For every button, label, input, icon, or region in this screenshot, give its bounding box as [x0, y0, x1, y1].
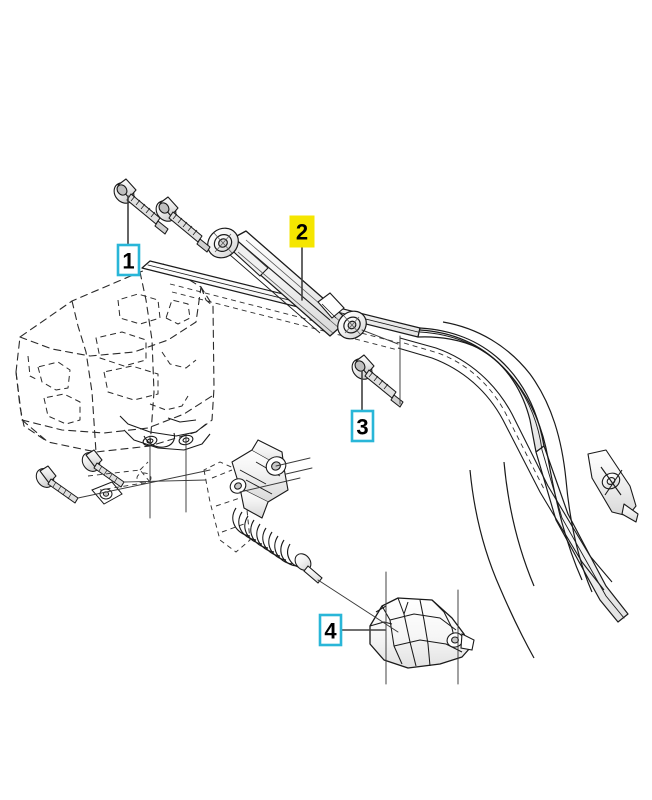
- callout-3[interactable]: 3: [350, 409, 375, 443]
- assembly-construction-lines: [77, 329, 459, 685]
- handle-grip-shell: [419, 321, 593, 659]
- damper-eyelet-upper: [207, 227, 239, 259]
- tube-clamp-bracket: [587, 449, 639, 523]
- callout-3-label: 3: [356, 415, 368, 440]
- socket-head-bolt-upper-a: [113, 178, 169, 235]
- handle-inner-rail: [397, 337, 613, 591]
- bolt-lower-left-a: [35, 465, 79, 504]
- callout-4[interactable]: 4: [318, 613, 343, 647]
- lower-left-hidden-detail: [87, 461, 152, 491]
- handle-inner-rail-hidden: [169, 283, 545, 490]
- gas-damper-strut: [207, 227, 367, 340]
- damper-eyelet-lower: [337, 310, 367, 340]
- damper-mid-collar: [317, 292, 345, 319]
- callout-4-box[interactable]: [318, 613, 343, 647]
- callout-1-box[interactable]: [116, 243, 141, 277]
- bolt-lower-left-b: [81, 449, 125, 488]
- housing-mount-flange: [119, 415, 211, 451]
- callout-3-box[interactable]: [350, 409, 375, 443]
- callout-2-label: 2: [296, 220, 308, 245]
- callout-1[interactable]: 1: [116, 243, 141, 277]
- callout-2-box[interactable]: [289, 215, 315, 248]
- callout-leaders: [127, 195, 386, 631]
- callout-1-label: 1: [122, 249, 134, 274]
- guard-mount-eye: [446, 632, 475, 651]
- engine-housing-cowl-details: [27, 293, 197, 425]
- socket-head-bolt-lower: [351, 354, 404, 408]
- socket-head-bolt-upper-b: [155, 196, 211, 253]
- engine-housing-cowl: [15, 263, 215, 453]
- coil-spring-linkage: [203, 439, 323, 584]
- callout-4-label: 4: [324, 619, 337, 644]
- callout-2[interactable]: 2: [289, 215, 315, 248]
